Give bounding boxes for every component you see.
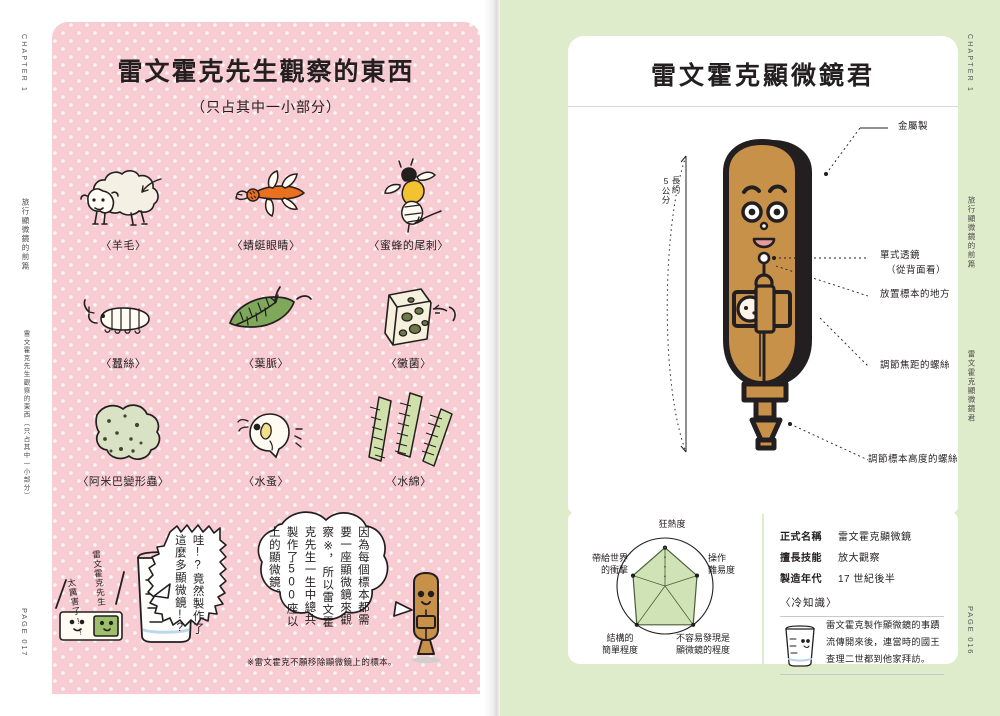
amoeba-icon <box>67 389 179 469</box>
spec-value: 雷文霍克顯微鏡 <box>838 532 912 543</box>
microscope-diagram-card: 雷文霍克顯微鏡君 長約 5公分 <box>568 36 958 514</box>
speech-bubble-large-text: 因為每個標本都需要一座顯微鏡來觀察※，所以雷文霍克先生一生中總共製作了500座以… <box>267 526 369 629</box>
speech-bubble-small-text: 哇!?竟然製作了這麼多顯微鏡!? <box>173 534 204 635</box>
left-card-title: 雷文霍克先生觀察的東西 <box>117 57 415 86</box>
spec-row: 擅長技能 放大觀察 <box>780 549 944 564</box>
right-running-head-2: 雷文霍克顯微鏡君 <box>967 350 976 423</box>
specimen-item: 〈羊毛〉 <box>52 141 195 253</box>
sheep-icon <box>69 153 177 233</box>
callout-material: 金屬製 <box>898 121 929 132</box>
trivia-rule <box>780 674 944 675</box>
radar-chart-card: 狂熱度 操作 難易度 不容易發現是 顯微鏡的程度 結構的 簡單程度 帶給世界 的… <box>568 512 762 664</box>
callout-height-screw: 調節標本高度的螺絲 <box>868 454 959 465</box>
left-running-head: 旅行顯微鏡的前篇 <box>21 198 30 271</box>
trivia-block: 雷文霍克製作顯微鏡的事蹟流傳開來後，連當時的國王查理二世都到他家拜訪。 <box>780 616 944 675</box>
spirogyra-icon <box>355 389 463 469</box>
speech-bubble-large: 因為每個標本都需要一座顯微鏡來觀察※，所以雷文霍克先生一生中總共製作了500座以… <box>250 510 413 642</box>
ability-radar-chart <box>616 537 714 635</box>
specimen-item: 〈水綿〉 <box>337 377 480 489</box>
bee-icon <box>355 153 463 233</box>
specimen-caption: 〈蠶絲〉 <box>100 358 147 370</box>
right-page-number: PAGE 016 <box>966 606 975 656</box>
trivia-body: 雷文霍克製作顯微鏡的事蹟流傳開來後，連當時的國王查理二世都到他家拜訪。 <box>826 620 940 664</box>
water-flea-icon <box>212 389 320 469</box>
radar-label-4-line2: 的衝擊 <box>600 565 628 575</box>
radar-label-0-line1: 狂熱度 <box>658 519 686 529</box>
callout-specimen-spot: 放置標本的地方 <box>880 289 951 300</box>
specimen-item: 〈蜻蜓眼睛〉 <box>195 141 338 253</box>
beaker-icon <box>780 617 820 667</box>
radar-label-1: 操作 難易度 <box>708 552 764 576</box>
silkworm-icon <box>69 271 177 351</box>
observed-things-card: 雷文霍克先生觀察的東西 （只占其中一小部分） <box>52 22 480 694</box>
dragonfly-icon <box>212 153 320 233</box>
callout-focus-screw: 調節焦距的螺絲 <box>880 360 951 371</box>
specimen-grid: 〈羊毛〉 <box>52 141 480 489</box>
slide-plate-character <box>52 550 162 646</box>
left-card-subtitle: （只占其中一小部分） <box>191 99 341 115</box>
spec-value: 放大觀察 <box>838 553 880 564</box>
radar-label-3-line2: 簡單程度 <box>601 645 638 655</box>
specimen-caption: 〈蜻蜓眼睛〉 <box>231 240 301 252</box>
specimen-caption: 〈水蚤〉 <box>242 476 289 488</box>
specimen-caption: 〈葉脈〉 <box>242 358 289 370</box>
spec-row: 正式名稱 雷文霍克顯微鏡 <box>780 528 944 543</box>
dimension-bracket <box>656 154 690 454</box>
footnote: ※雷文霍克不願移除顯微鏡上的標本。 <box>247 657 397 667</box>
specimen-item: 〈蠶絲〉 <box>52 259 195 371</box>
specimen-item: 〈蜜蜂的尾刺〉 <box>337 141 480 253</box>
specimen-caption: 〈羊毛〉 <box>100 240 147 252</box>
right-card-title: 雷文霍克顯微鏡君 <box>650 61 875 90</box>
specimen-item: 〈阿米巴變形蟲〉 <box>52 377 195 489</box>
specimen-caption: 〈黴菌〉 <box>385 358 432 370</box>
spec-key: 擅長技能 <box>780 553 822 564</box>
dimension-label-bottom: 5公分 <box>661 176 671 205</box>
dimension-label-top: 長約 <box>671 176 681 194</box>
radar-label-1-line2: 難易度 <box>708 565 736 575</box>
spec-key: 正式名稱 <box>780 532 822 543</box>
specimen-caption: 〈蜜蜂的尾刺〉 <box>368 240 449 252</box>
spec-value: 17 世紀後半 <box>838 574 896 585</box>
trivia-rule <box>780 616 944 617</box>
mold-cheese-icon <box>355 271 463 351</box>
leeuwenhoek-microscope-illustration <box>704 136 834 466</box>
callout-leaders <box>772 127 888 461</box>
specimen-item: 〈葉脈〉 <box>195 259 338 371</box>
callout-lens-sub: （從背面看） <box>886 265 947 276</box>
right-page: CHAPTER 1 旅行顯微鏡的前篇 雷文霍克顯微鏡君 PAGE 016 雷文霍… <box>500 0 1000 716</box>
radar-label-0: 狂熱度 <box>642 518 702 530</box>
leaf-icon <box>212 271 320 351</box>
spec-key: 製造年代 <box>780 574 822 585</box>
radar-label-2: 不容易發現是 顯微鏡的程度 <box>676 632 762 656</box>
left-page-number: PAGE 017 <box>20 608 29 658</box>
spec-panel-card: 正式名稱 雷文霍克顯微鏡 擅長技能 放大觀察 製造年代 17 世紀後半 〈冷知識… <box>764 512 958 675</box>
radar-label-2-line1: 不容易發現是 <box>676 633 731 643</box>
radar-label-3-line1: 結構的 <box>606 633 634 643</box>
title-divider <box>568 106 958 107</box>
radar-label-2-line2: 顯微鏡的程度 <box>676 645 731 655</box>
left-running-head-2: 雷文霍克先生觀察的東西（只占其中一小部分） <box>22 330 29 501</box>
left-page: CHAPTER 1 旅行顯微鏡的前篇 雷文霍克先生觀察的東西（只占其中一小部分）… <box>20 22 480 694</box>
radar-label-4: 帶給世界 的衝擊 <box>570 552 628 576</box>
callout-lens: 單式透鏡 <box>880 250 921 261</box>
specimen-caption: 〈水綿〉 <box>385 476 432 488</box>
specimen-item: 〈水蚤〉 <box>195 377 338 489</box>
trivia-title: 〈冷知識〉 <box>780 597 838 609</box>
left-chapter-label: CHAPTER 1 <box>20 34 27 94</box>
radar-label-1-line1: 操作 <box>708 553 727 563</box>
radar-label-4-line1: 帶給世界 <box>591 553 628 563</box>
speech-bubble-small: 哇!?竟然製作了這麼多顯微鏡!? <box>147 522 228 650</box>
right-chapter-label: CHAPTER 1 <box>966 34 973 94</box>
radar-label-3: 結構的 簡單程度 <box>584 632 656 656</box>
right-running-head: 旅行顯微鏡的前篇 <box>967 196 976 269</box>
spec-row: 製造年代 17 世紀後半 <box>780 570 944 585</box>
specimen-item: 〈黴菌〉 <box>337 259 480 371</box>
microscope-mascot <box>404 572 452 668</box>
specimen-caption: 〈阿米巴變形蟲〉 <box>77 476 170 488</box>
